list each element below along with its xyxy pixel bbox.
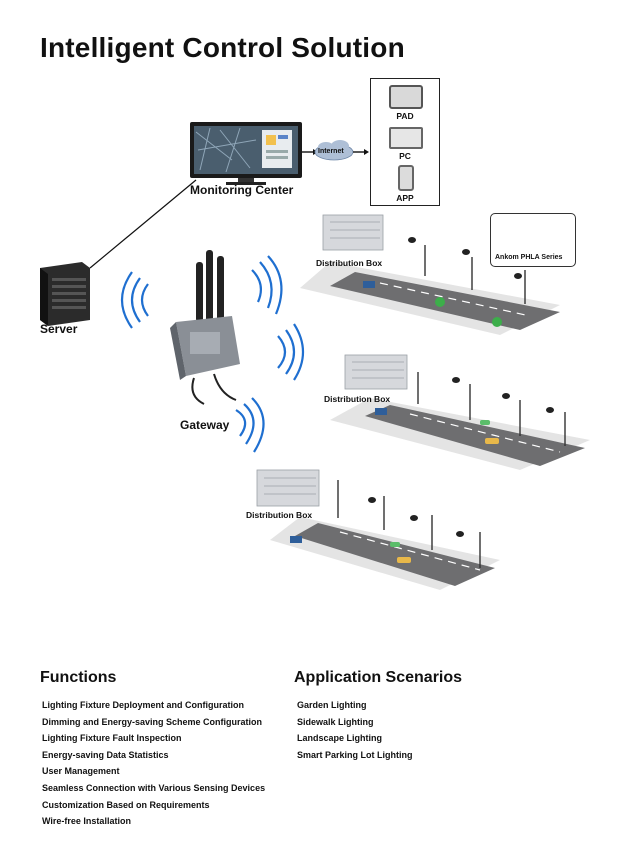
street-scene-1 bbox=[300, 214, 560, 335]
list-item: Seamless Connection with Various Sensing… bbox=[42, 782, 266, 793]
street-scene-2 bbox=[330, 354, 590, 470]
list-item: Energy-saving Data Statistics bbox=[42, 749, 169, 760]
wireless-signal-icon bbox=[121, 255, 305, 453]
client-devices-panel: PAD PC APP bbox=[370, 78, 440, 206]
distribution-box-label-3: Distribution Box bbox=[246, 510, 313, 520]
sensor-callout bbox=[490, 213, 576, 267]
list-item: User Management bbox=[42, 766, 120, 777]
desktop-icon bbox=[389, 127, 423, 149]
distribution-box-label-1: Distribution Box bbox=[316, 258, 383, 268]
monitor-icon bbox=[190, 122, 302, 185]
distribution-box-label-2: Distribution Box bbox=[324, 394, 391, 404]
device-label-pc: PC bbox=[399, 151, 411, 161]
phone-icon bbox=[398, 165, 414, 191]
device-label-app: APP bbox=[396, 193, 414, 203]
list-item: Sidewalk Lighting bbox=[297, 716, 374, 727]
gateway-icon bbox=[170, 250, 240, 405]
gateway-label: Gateway bbox=[180, 418, 230, 432]
list-item: Lighting Fixture Deployment and Configur… bbox=[42, 700, 244, 710]
functions-list: Lighting Fixture Deployment and Configur… bbox=[42, 697, 265, 830]
monitoring-center-label: Monitoring Center bbox=[190, 183, 294, 197]
server-label: Server bbox=[40, 322, 78, 336]
tablet-icon bbox=[389, 85, 423, 109]
internet-cloud-icon bbox=[314, 140, 354, 161]
page-title: Intelligent Control Solution bbox=[40, 32, 405, 63]
list-item: Garden Lighting bbox=[297, 700, 367, 710]
list-item: Dimming and Energy-saving Scheme Configu… bbox=[42, 716, 263, 727]
scenarios-list: Garden Lighting Sidewalk Lighting Landsc… bbox=[297, 697, 413, 763]
scenarios-heading: Application Scenarios bbox=[294, 669, 463, 686]
street-scene-3 bbox=[256, 469, 500, 590]
list-item: Wire-free Installation bbox=[42, 816, 131, 827]
list-item: Smart Parking Lot Lighting bbox=[297, 749, 413, 760]
system-diagram bbox=[40, 122, 590, 590]
internet-label: Internet bbox=[318, 148, 344, 155]
functions-heading: Functions bbox=[40, 669, 117, 686]
server-link bbox=[89, 179, 197, 269]
sensor-label: Ankom PHLA Series bbox=[495, 254, 563, 261]
list-item: Lighting Fixture Fault Inspection bbox=[42, 733, 182, 744]
server-icon bbox=[40, 262, 90, 326]
list-item: Customization Based on Requirements bbox=[42, 799, 210, 810]
device-label-pad: PAD bbox=[396, 111, 414, 121]
list-item: Landscape Lighting bbox=[297, 733, 383, 744]
